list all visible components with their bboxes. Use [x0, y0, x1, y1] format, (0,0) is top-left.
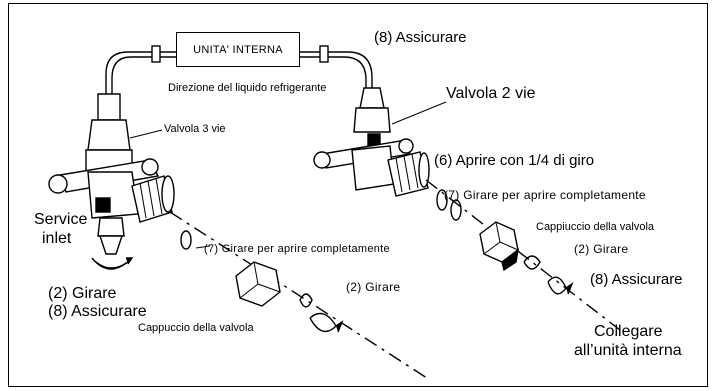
label-turn-left: (2) Girare	[48, 285, 117, 302]
right-refrigerant-tube	[300, 51, 373, 88]
indoor-unit-box: UNITA' INTERNA	[176, 32, 300, 67]
label-secure-top: (8) Assicurare	[374, 29, 467, 46]
label-turn-mid: (2) Girare	[346, 280, 401, 294]
label-valve-cap-right: Cappiuccio della valvola	[536, 221, 655, 233]
three-way-valve	[48, 93, 175, 270]
leader-line	[195, 245, 211, 249]
right-valve-cap	[479, 221, 519, 272]
label-turn-open-fully-left: (7) Girare per aprire completamente	[204, 243, 390, 255]
leader-line	[391, 101, 447, 125]
left-refrigerant-tube-inner	[111, 56, 176, 94]
label-refrigerant-direction: Direzione del liquido refrigerante	[168, 82, 327, 94]
rotation-arrow	[309, 312, 337, 333]
rotation-arrow	[450, 199, 462, 221]
label-service-inlet-line2: inlet	[42, 230, 72, 247]
label-connect-line2: all’unità interna	[574, 342, 682, 359]
rotation-arrow	[299, 293, 313, 308]
rotation-arrow	[523, 255, 541, 270]
rotation-arrow	[180, 230, 192, 250]
label-turn-open-fully-right: (7) Girare per aprire completamente	[444, 188, 646, 202]
label-two-way-valve: Valvola 2 vie	[446, 85, 536, 102]
label-secure-right: (8) Assicurare	[590, 271, 683, 288]
diagram-frame	[8, 3, 708, 387]
label-turn-right: (2) Girare	[574, 242, 629, 256]
right-refrigerant-tube-inner	[300, 56, 367, 88]
right-tube-fitting	[319, 45, 329, 63]
label-service-inlet-line1: Service	[34, 211, 88, 228]
label-secure-left: (8) Assicurare	[48, 303, 147, 320]
left-refrigerant-tube	[105, 51, 176, 94]
label-valve-cap-left: Cappuccio della valvola	[138, 322, 254, 334]
right-assembly-axis	[425, 179, 621, 331]
rotation-arrow	[436, 189, 448, 211]
left-assembly-axis	[169, 211, 431, 381]
left-valve-cap	[235, 261, 281, 307]
rotation-arrow	[547, 276, 567, 295]
two-way-valve	[313, 87, 430, 197]
label-connect-line1: Collegare	[594, 323, 663, 340]
left-tube-fitting	[151, 45, 161, 63]
leader-line	[129, 129, 163, 139]
label-three-way-valve: Valvola 3 vie	[164, 123, 226, 135]
label-open-quarter-turn: (6) Aprire con 1/4 di giro	[434, 152, 595, 169]
